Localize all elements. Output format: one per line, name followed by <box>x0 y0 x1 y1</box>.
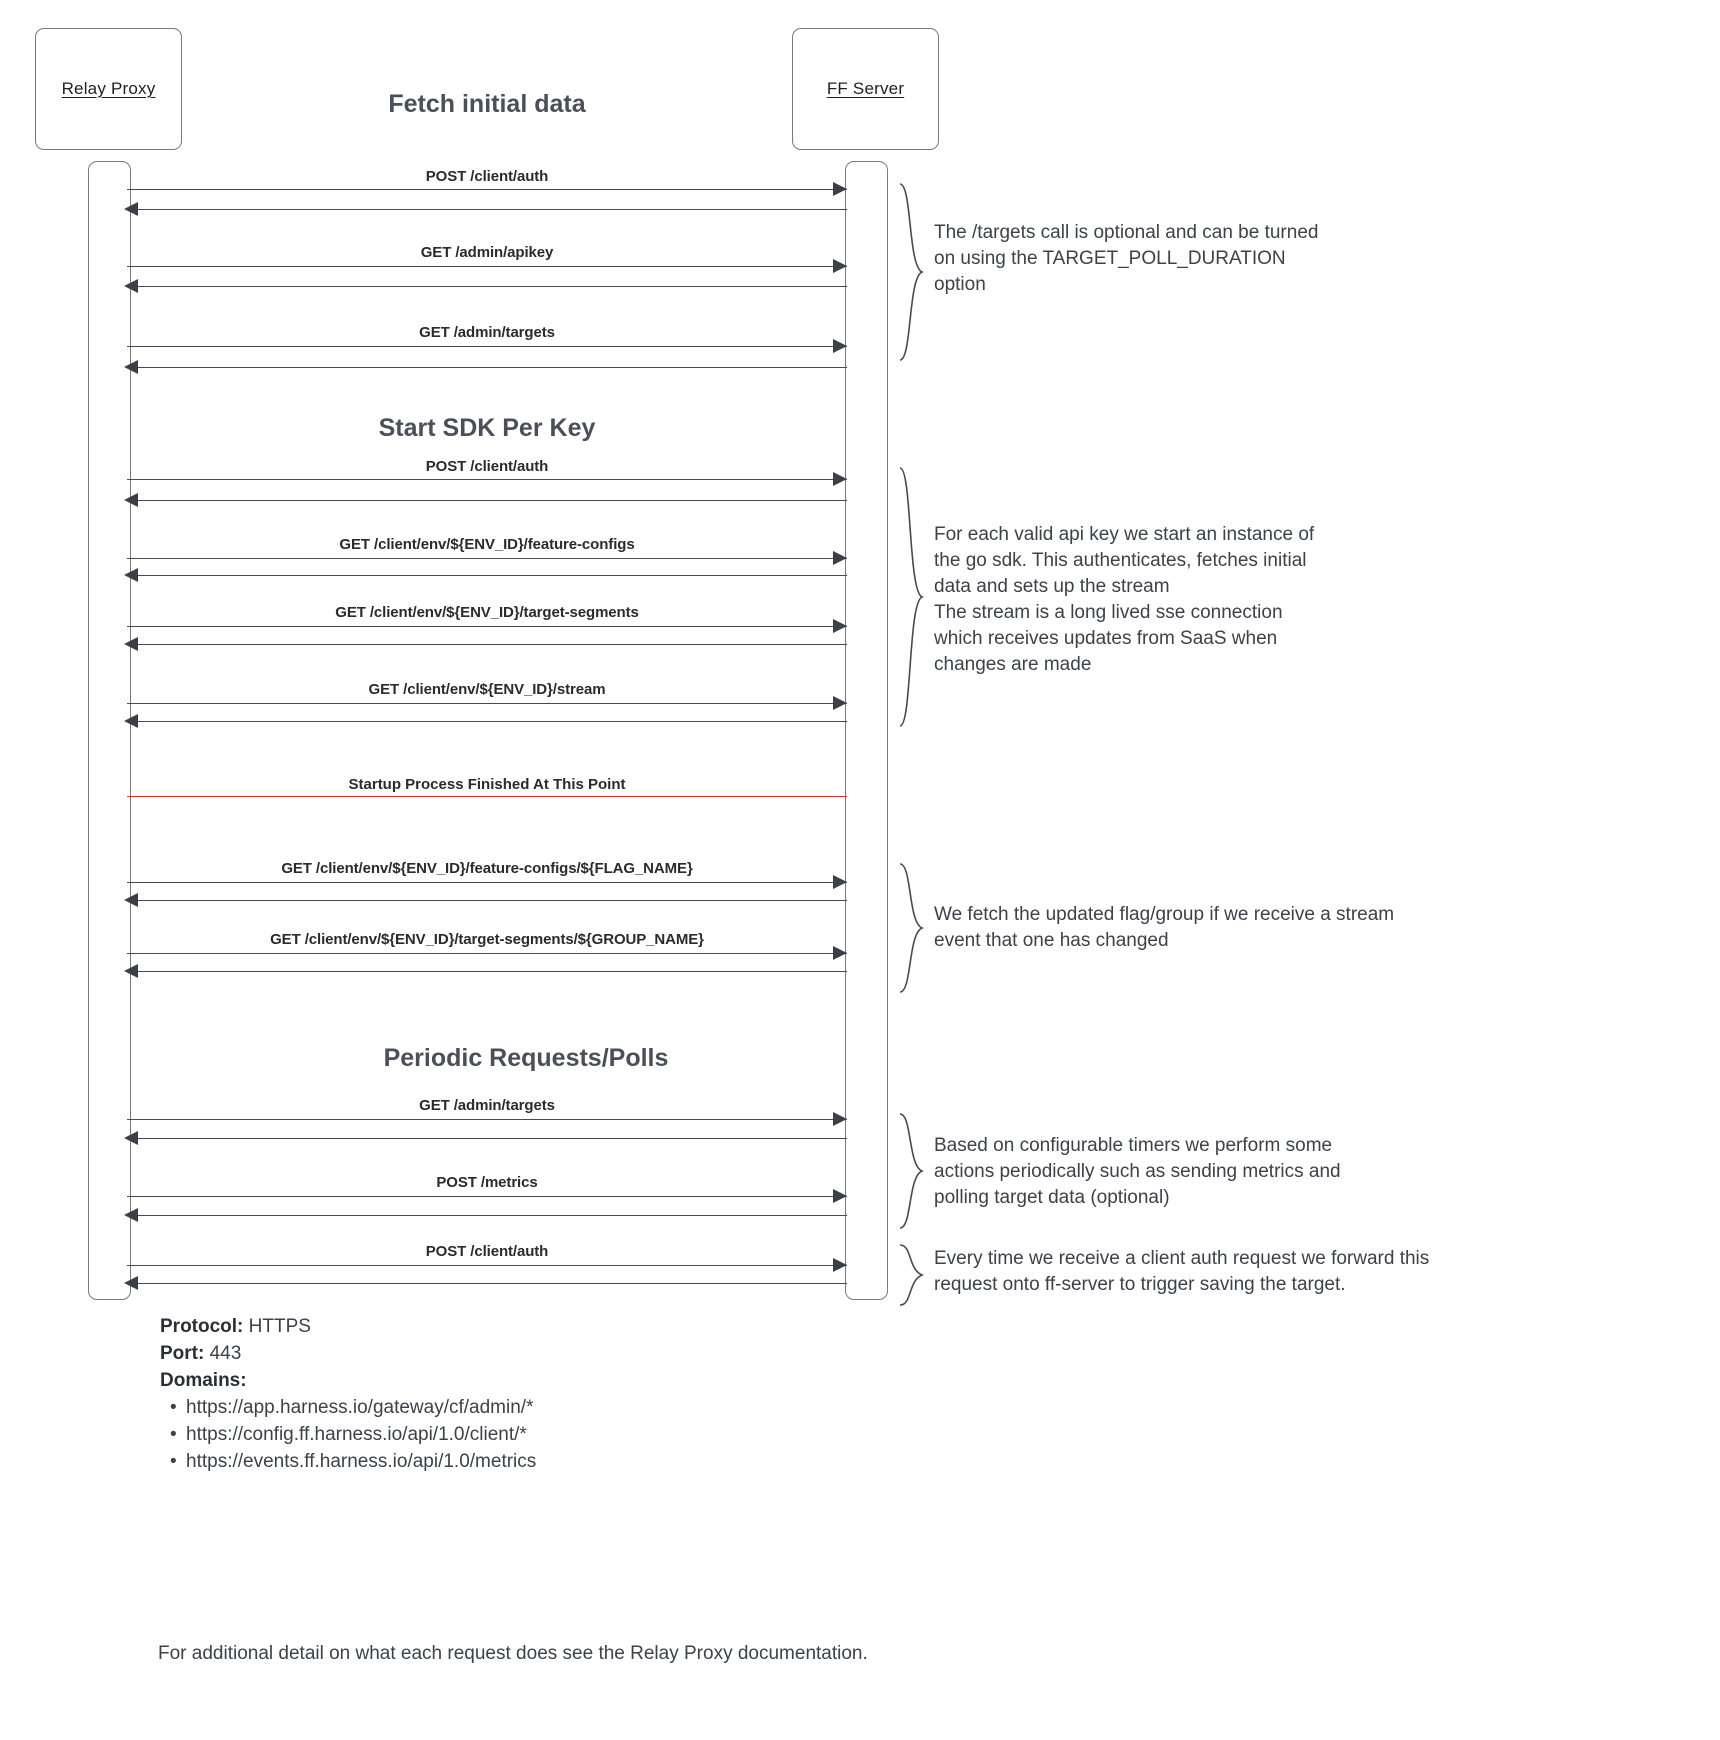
message-label-get-target-segment-group: GET /client/env/${ENV_ID}/target-segment… <box>270 931 704 948</box>
arrow-head-left-10 <box>124 1131 138 1145</box>
arrow-head-right-3 <box>833 339 847 353</box>
message-line-request-8 <box>127 882 847 883</box>
arrow-head-left-12 <box>124 1276 138 1290</box>
section-title-fetch-initial-data: Fetch initial data <box>388 90 586 118</box>
message-line-request-11 <box>127 1196 847 1197</box>
footer-protocol-line: Protocol: HTTPS <box>160 1313 860 1340</box>
message-line-request-10 <box>127 1119 847 1120</box>
divider-line-startup-finished <box>127 796 847 797</box>
brace-note-3 <box>898 862 924 994</box>
brace-note-4 <box>898 1112 924 1230</box>
participant-ff-server[interactable]: FF Server <box>792 28 939 150</box>
message-line-request-7 <box>127 703 847 704</box>
footer-protocol-value: HTTPS <box>248 1316 311 1337</box>
divider-label-startup-finished: Startup Process Finished At This Point <box>348 776 626 793</box>
arrow-head-left-9 <box>124 964 138 978</box>
arrow-head-left-4 <box>124 493 138 507</box>
message-line-response-12 <box>131 1283 847 1284</box>
message-line-response-7 <box>131 721 847 722</box>
message-line-response-3 <box>131 367 847 368</box>
participant-relay-proxy[interactable]: Relay Proxy <box>35 28 182 150</box>
arrow-head-left-2 <box>124 279 138 293</box>
message-label-post-metrics: POST /metrics <box>436 1174 538 1191</box>
message-line-response-2 <box>131 286 847 287</box>
footer-port-line: Port: 443 <box>160 1340 860 1367</box>
message-label-get-target-segments: GET /client/env/${ENV_ID}/target-segment… <box>335 604 639 621</box>
message-line-request-6 <box>127 626 847 627</box>
list-item: https://config.ff.harness.io/api/1.0/cli… <box>170 1421 860 1448</box>
arrow-head-left-5 <box>124 568 138 582</box>
list-item: https://events.ff.harness.io/api/1.0/met… <box>170 1448 860 1475</box>
arrow-head-right-7 <box>833 696 847 710</box>
note-forward-client-auth: Every time we receive a client auth requ… <box>934 1248 1430 1295</box>
note-start-sdk-instance: For each valid api key we start an insta… <box>934 524 1315 675</box>
message-line-response-10 <box>131 1138 847 1139</box>
arrow-head-right-9 <box>833 946 847 960</box>
section-title-start-sdk-per-key: Start SDK Per Key <box>378 414 596 442</box>
message-line-request-5 <box>127 558 847 559</box>
arrow-head-right-10 <box>833 1112 847 1126</box>
message-label-get-feature-configs: GET /client/env/${ENV_ID}/feature-config… <box>339 536 635 553</box>
participant-ff-server-label: FF Server <box>826 79 905 98</box>
footer-domains-key: Domains: <box>160 1370 247 1391</box>
arrow-head-right-5 <box>833 551 847 565</box>
message-line-response-9 <box>131 971 847 972</box>
message-line-response-6 <box>131 644 847 645</box>
arrow-head-left-6 <box>124 637 138 651</box>
message-line-request-3 <box>127 346 847 347</box>
message-line-response-5 <box>131 575 847 576</box>
arrow-head-left-7 <box>124 714 138 728</box>
footer-protocol-key: Protocol: <box>160 1316 244 1337</box>
arrow-head-right-2 <box>833 259 847 273</box>
message-line-request-9 <box>127 953 847 954</box>
arrow-head-left-11 <box>124 1208 138 1222</box>
arrow-head-right-4 <box>833 472 847 486</box>
lifeline-relay-proxy <box>88 161 131 1300</box>
list-item: https://app.harness.io/gateway/cf/admin/… <box>170 1394 860 1421</box>
message-label-get-admin-targets-1: GET /admin/targets <box>419 324 555 341</box>
message-line-request-2 <box>127 266 847 267</box>
message-line-response-11 <box>131 1215 847 1216</box>
footer-port-key: Port: <box>160 1343 205 1364</box>
arrow-head-right-11 <box>833 1189 847 1203</box>
message-line-request-1 <box>127 189 847 190</box>
brace-note-2 <box>898 466 924 728</box>
arrow-head-right-8 <box>833 875 847 889</box>
note-targets-optional: The /targets call is optional and can be… <box>934 222 1319 295</box>
footer-info-block: Protocol: HTTPS Port: 443 Domains: https… <box>160 1313 860 1475</box>
message-line-response-8 <box>131 900 847 901</box>
message-line-response-4 <box>131 500 847 501</box>
footer-closing-note: For additional detail on what each reque… <box>158 1643 868 1664</box>
message-label-get-feature-config-flag: GET /client/env/${ENV_ID}/feature-config… <box>281 860 693 877</box>
arrow-head-left-8 <box>124 893 138 907</box>
section-title-periodic-requests: Periodic Requests/Polls <box>383 1044 669 1072</box>
note-configurable-timers: Based on configurable timers we perform … <box>934 1135 1341 1208</box>
message-label-get-admin-targets-2: GET /admin/targets <box>419 1097 555 1114</box>
brace-note-5 <box>898 1243 924 1307</box>
message-line-request-12 <box>127 1265 847 1266</box>
message-line-request-4 <box>127 479 847 480</box>
footer-domain-list: https://app.harness.io/gateway/cf/admin/… <box>160 1394 860 1475</box>
arrow-head-left-1 <box>124 202 138 216</box>
arrow-head-right-1 <box>833 182 847 196</box>
lifeline-ff-server <box>845 161 888 1300</box>
message-label-get-stream: GET /client/env/${ENV_ID}/stream <box>368 681 606 698</box>
arrow-head-left-3 <box>124 360 138 374</box>
message-label-post-client-auth-2: POST /client/auth <box>425 458 549 475</box>
message-label-get-admin-apikey: GET /admin/apikey <box>420 244 554 261</box>
footer-port-value: 443 <box>209 1343 242 1364</box>
message-line-response-1 <box>131 209 847 210</box>
message-label-post-client-auth-1: POST /client/auth <box>425 168 549 185</box>
arrow-head-right-12 <box>833 1258 847 1272</box>
message-label-post-client-auth-3: POST /client/auth <box>425 1243 549 1260</box>
footer-domains-line: Domains: <box>160 1367 860 1394</box>
participant-relay-proxy-label: Relay Proxy <box>61 79 156 98</box>
brace-note-1 <box>898 182 924 362</box>
note-fetch-updated-flag: We fetch the updated flag/group if we re… <box>934 904 1395 951</box>
arrow-head-right-6 <box>833 619 847 633</box>
